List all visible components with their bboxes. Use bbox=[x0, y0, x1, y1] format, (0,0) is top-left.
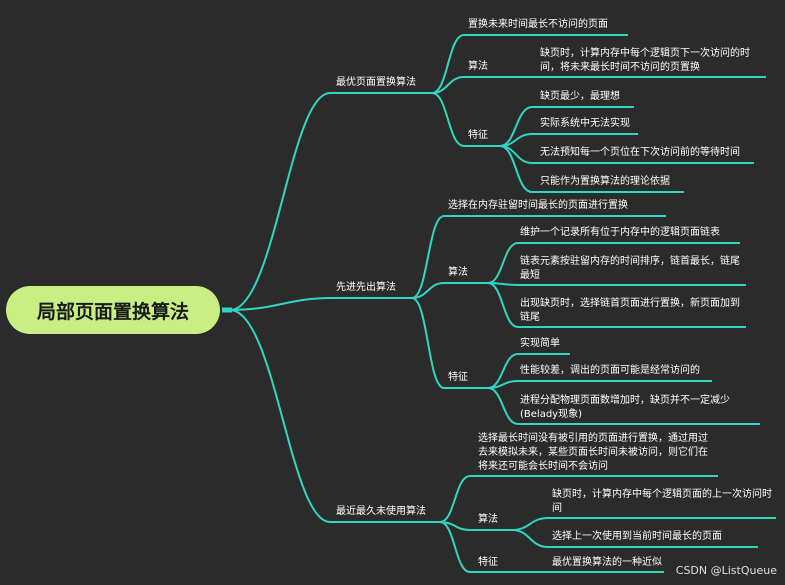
node-optimal-algorithm[interactable]: 最优页面置换算法 bbox=[336, 77, 416, 88]
node-b2-feat-0[interactable]: 实现简单 bbox=[520, 338, 560, 349]
node-b2-algo-0[interactable]: 维护一个记录所有位于内存中的逻辑页面链表 bbox=[520, 227, 720, 238]
link-root-b1 bbox=[229, 92, 331, 311]
root-node[interactable]: 局部页面置换算法 bbox=[6, 286, 220, 334]
node-b1-algo-label[interactable]: 算法 bbox=[468, 61, 488, 72]
node-b2-algo-1[interactable]: 链表元素按驻留内存的时间排序，链首最长，链尾最短 bbox=[520, 256, 740, 281]
node-b3-algo-0[interactable]: 缺页时，计算内存中每个逻辑页面的上一次访问时间 bbox=[552, 489, 772, 514]
link-root-b2 bbox=[229, 297, 331, 311]
node-b3-feat-0[interactable]: 最优置换算法的一种近似 bbox=[552, 557, 662, 568]
node-b3-algo-label[interactable]: 算法 bbox=[478, 514, 498, 525]
node-b1-desc[interactable]: 置换未来时间最长不访问的页面 bbox=[468, 19, 608, 30]
node-b1-feat-label[interactable]: 特征 bbox=[468, 130, 488, 141]
node-b1-feat-3[interactable]: 只能作为置换算法的理论依据 bbox=[540, 176, 670, 187]
node-b2-algo-label[interactable]: 算法 bbox=[448, 267, 468, 278]
node-b2-feat-label[interactable]: 特征 bbox=[448, 372, 468, 383]
node-b2-feat-2[interactable]: 进程分配物理页面数增加时，缺页并不一定减少(Belady现象) bbox=[520, 395, 730, 420]
node-b1-feat-1[interactable]: 实际系统中无法实现 bbox=[540, 118, 630, 129]
node-b3-feat-label[interactable]: 特征 bbox=[478, 557, 498, 568]
node-b1-feat-2[interactable]: 无法预知每一个页位在下次访问前的等待时间 bbox=[540, 147, 740, 158]
watermark: CSDN @ListQueue bbox=[675, 564, 777, 577]
node-b3-desc[interactable]: 选择最长时间没有被引用的页面进行置换，通过用过去来模拟未来，某些页面长时间未被访… bbox=[478, 433, 708, 472]
link-root-b3 bbox=[229, 309, 331, 523]
node-b3-algo-1[interactable]: 选择上一次使用到当前时间最长的页面 bbox=[552, 531, 722, 542]
node-b2-desc[interactable]: 选择在内存驻留时间最长的页面进行置换 bbox=[448, 200, 628, 211]
node-b1-algo-text[interactable]: 缺页时，计算内存中每个逻辑页下一次访问的时间，将未来最长时间不访问的页置换 bbox=[540, 48, 750, 73]
node-lru-algorithm[interactable]: 最近最久未使用算法 bbox=[336, 506, 426, 517]
node-b2-algo-2[interactable]: 出现缺页时，选择链首页面进行置换，新页面加到链尾 bbox=[520, 298, 740, 323]
node-fifo-algorithm[interactable]: 先进先出算法 bbox=[336, 282, 396, 293]
node-b2-feat-1[interactable]: 性能较差，调出的页面可能是经常访问的 bbox=[520, 365, 700, 376]
node-b1-feat-0[interactable]: 缺页最少，最理想 bbox=[540, 91, 620, 102]
